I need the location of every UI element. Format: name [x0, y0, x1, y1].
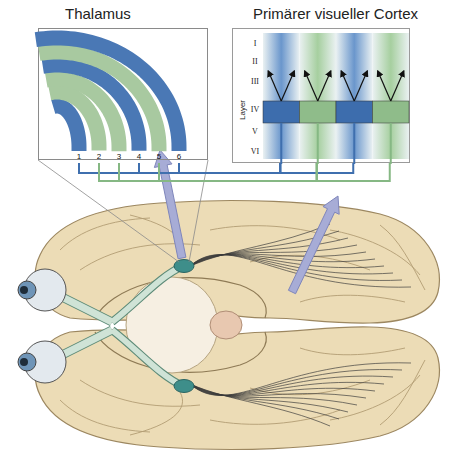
input-fiber: [280, 163, 390, 181]
illustration-part: [18, 353, 36, 371]
projection-arrow: [378, 71, 391, 101]
inset-box: Primärer visueller Cortex: [232, 28, 410, 163]
layer-label: Layer: [239, 100, 247, 120]
fiber-connector: [179, 163, 280, 173]
illustration-part: [280, 163, 353, 173]
projection-arrow: [341, 71, 354, 101]
layer-label: II: [252, 58, 257, 66]
input-fiber: [353, 123, 355, 164]
layer-number: 3: [109, 152, 129, 162]
illustration-part: [190, 363, 411, 396]
heading-text: Thalamus: [65, 5, 131, 23]
illustration-part: [154, 150, 186, 259]
layer-label: IV: [251, 106, 259, 114]
illustration-part: [190, 370, 402, 396]
layer-label: III: [251, 78, 259, 86]
projection-arrow: [268, 71, 281, 101]
layer-number: 4: [129, 152, 149, 162]
optic-radiation: [190, 224, 411, 426]
illustration-part: [317, 163, 390, 181]
lgn-layer: 6: [39, 32, 187, 163]
layer-label: I: [254, 40, 257, 48]
illustration-part: [38, 160, 179, 262]
layer-label: VI: [251, 148, 259, 156]
input-fiber: [280, 123, 282, 164]
input-fiber: [390, 123, 392, 164]
projection-arrow: [305, 71, 318, 101]
layer-number: 1: [69, 152, 89, 162]
brain-hemisphere: [35, 327, 439, 450]
eye: [18, 269, 66, 383]
brainstem: [210, 311, 242, 339]
illustration-part: [189, 160, 208, 262]
brain-hemisphere: [35, 201, 439, 324]
illustration-part: [20, 358, 28, 366]
fiber-connector: [119, 163, 317, 181]
illustration-part: [112, 266, 183, 386]
lgn-layer: 5: [39, 46, 167, 163]
cortex-layers: [233, 29, 411, 164]
layer-four-block: [300, 101, 337, 123]
heading-text: Primärer visueller Cortex: [253, 5, 418, 23]
layer-label: V: [252, 128, 258, 136]
projection-arrow: [318, 71, 331, 101]
illustration-part: [190, 376, 393, 395]
illustration-part: [18, 281, 36, 299]
lgn-nucleus: [174, 260, 194, 273]
illustration-part: [190, 255, 393, 274]
projection-arrow: [354, 71, 367, 101]
layer-number: 6: [169, 152, 189, 162]
layer-number: 2: [89, 152, 109, 162]
pointer-arrow: [154, 150, 339, 294]
lgn-layer-band: [36, 38, 179, 151]
inset-box: Thalamus123456: [38, 28, 208, 160]
illustration-part: [60, 296, 112, 356]
layer-four-block: [336, 101, 373, 123]
fiber-connector: [159, 163, 317, 181]
input-fiber: [317, 123, 319, 164]
illustration-part: [60, 296, 112, 356]
illustration-part: [112, 266, 183, 386]
lgn-layer-band: [50, 92, 99, 151]
layer-four-block: [373, 101, 410, 123]
projection-arrow: [391, 71, 404, 101]
illustration-part: [288, 196, 339, 294]
layer-four-block: [263, 101, 300, 123]
lgn-layer-band: [39, 46, 167, 163]
lgn-nucleus: [174, 380, 194, 393]
fiber-connector: [139, 163, 280, 173]
fiber-connector: [79, 163, 280, 173]
lgn-layer-band: [53, 106, 79, 151]
layer-number: 5: [149, 152, 169, 162]
fiber-connector: [99, 163, 317, 181]
projection-arrow: [281, 71, 294, 101]
optic-pathway: [60, 266, 183, 386]
lgn-layer-band: [39, 32, 187, 163]
illustration-part: [20, 286, 28, 294]
